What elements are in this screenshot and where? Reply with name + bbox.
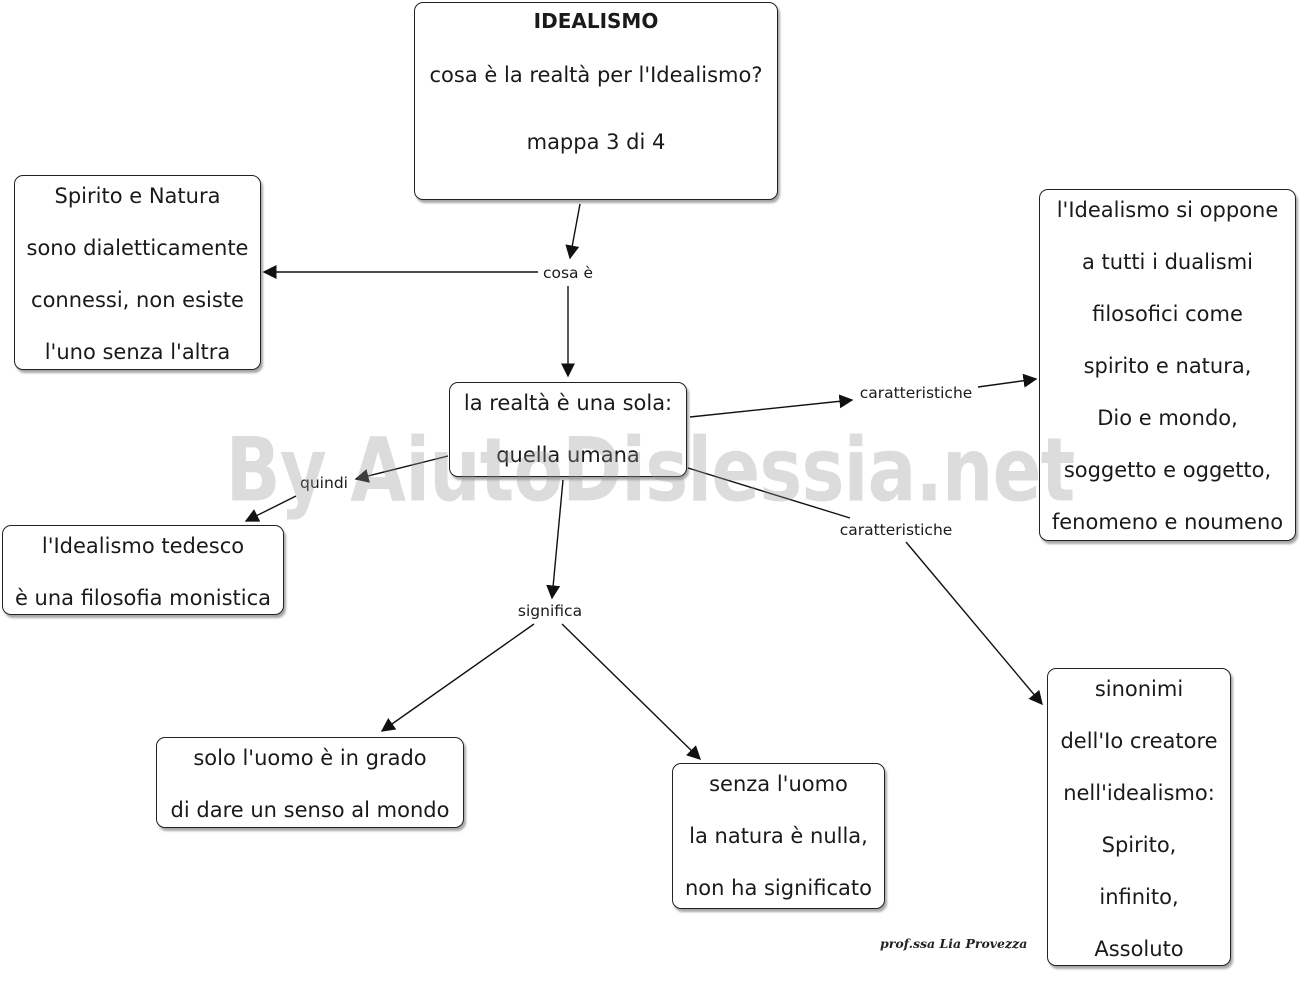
node-sinonimi: sinonimi dell'Io creatore nell'idealismo… <box>1047 668 1231 966</box>
author-signature: prof.ssa Lia Provezza <box>880 936 1028 951</box>
node-senza-uomo: senza l'uomo la natura è nulla, non ha s… <box>672 763 885 909</box>
link-quindi-to-tedesco <box>244 495 297 522</box>
node-sinonimi-line: nell'idealismo: <box>1063 781 1215 805</box>
link-caratteristiche-1-to-dualismi <box>977 373 1038 388</box>
node-sinonimi-line: dell'Io creatore <box>1060 729 1218 753</box>
node-uomo-line: solo l'uomo è in grado <box>193 746 427 770</box>
node-senza-line: senza l'uomo <box>709 772 848 796</box>
node-tedesco-line: è una filosofia monistica <box>14 586 272 610</box>
node-sinonimi-line: infinito, <box>1099 885 1179 909</box>
node-spirito-line: l'uno senza l'altra <box>44 340 231 364</box>
node-dualismi-line: fenomeno e noumeno <box>1051 510 1284 534</box>
node-realta-line: la realtà è una sola: <box>463 391 673 415</box>
link-label-caratteristiche-2: caratteristiche <box>836 520 956 540</box>
link-realta-to-caratteristiche-2 <box>687 467 851 519</box>
node-idealismo-line: cosa è la realtà per l'Idealismo? <box>429 63 763 87</box>
link-caratteristiche-2-to-sinonimi <box>905 541 1043 706</box>
node-dualismi-line: l'Idealismo si oppone <box>1056 198 1279 222</box>
node-idealismo-tedesco: l'Idealismo tedesco è una filosofia moni… <box>2 525 284 615</box>
node-sinonimi-line: Spirito, <box>1101 833 1177 857</box>
node-senza-line: la natura è nulla, <box>689 824 868 848</box>
link-label-quindi: quindi <box>297 473 351 493</box>
node-spirito-line: Spirito e Natura <box>54 184 221 208</box>
link-realta-to-quindi <box>354 455 449 483</box>
node-realta-line: quella umana <box>496 443 640 467</box>
link-significa-to-senza <box>561 623 702 760</box>
node-dualismi-line: a tutti i dualismi <box>1082 250 1253 274</box>
node-spirito-line: sono dialetticamente <box>26 236 249 260</box>
node-idealismo-line: IDEALISMO <box>533 9 659 33</box>
node-solo-uomo: solo l'uomo è in grado di dare un senso … <box>156 737 464 828</box>
node-tedesco-line: l'Idealismo tedesco <box>41 534 245 558</box>
link-realta-to-caratteristiche-1 <box>689 394 854 418</box>
node-idealismo: IDEALISMO cosa è la realtà per l'Idealis… <box>414 2 778 200</box>
node-dualismi-line: spirito e natura, <box>1083 354 1252 378</box>
node-idealismo-line: mappa 3 di 4 <box>526 130 666 154</box>
node-realta: la realtà è una sola: quella umana <box>449 382 687 477</box>
node-dualismi-line: soggetto e oggetto, <box>1063 458 1272 482</box>
node-uomo-line: di dare un senso al mondo <box>170 798 450 822</box>
node-dualismi: l'Idealismo si oppone a tutti i dualismi… <box>1039 189 1296 541</box>
link-label-caratteristiche-1: caratteristiche <box>856 383 976 403</box>
node-dualismi-line: Dio e mondo, <box>1097 406 1238 430</box>
link-label-cosa-e: cosa è <box>539 263 597 283</box>
link-label-significa: significa <box>514 601 586 621</box>
node-dualismi-line: filosofici come <box>1092 302 1243 326</box>
node-senza-line: non ha significato <box>685 876 872 900</box>
node-sinonimi-line: Assoluto <box>1094 937 1184 961</box>
node-sinonimi-line: sinonimi <box>1094 677 1184 701</box>
link-idealismo-to-cosa-e <box>565 203 581 260</box>
link-significa-to-uomo <box>380 623 535 732</box>
link-realta-to-significa <box>546 479 564 600</box>
node-spirito-line: connessi, non esiste <box>31 288 244 312</box>
node-spirito-natura: Spirito e Natura sono dialetticamente co… <box>14 175 261 370</box>
